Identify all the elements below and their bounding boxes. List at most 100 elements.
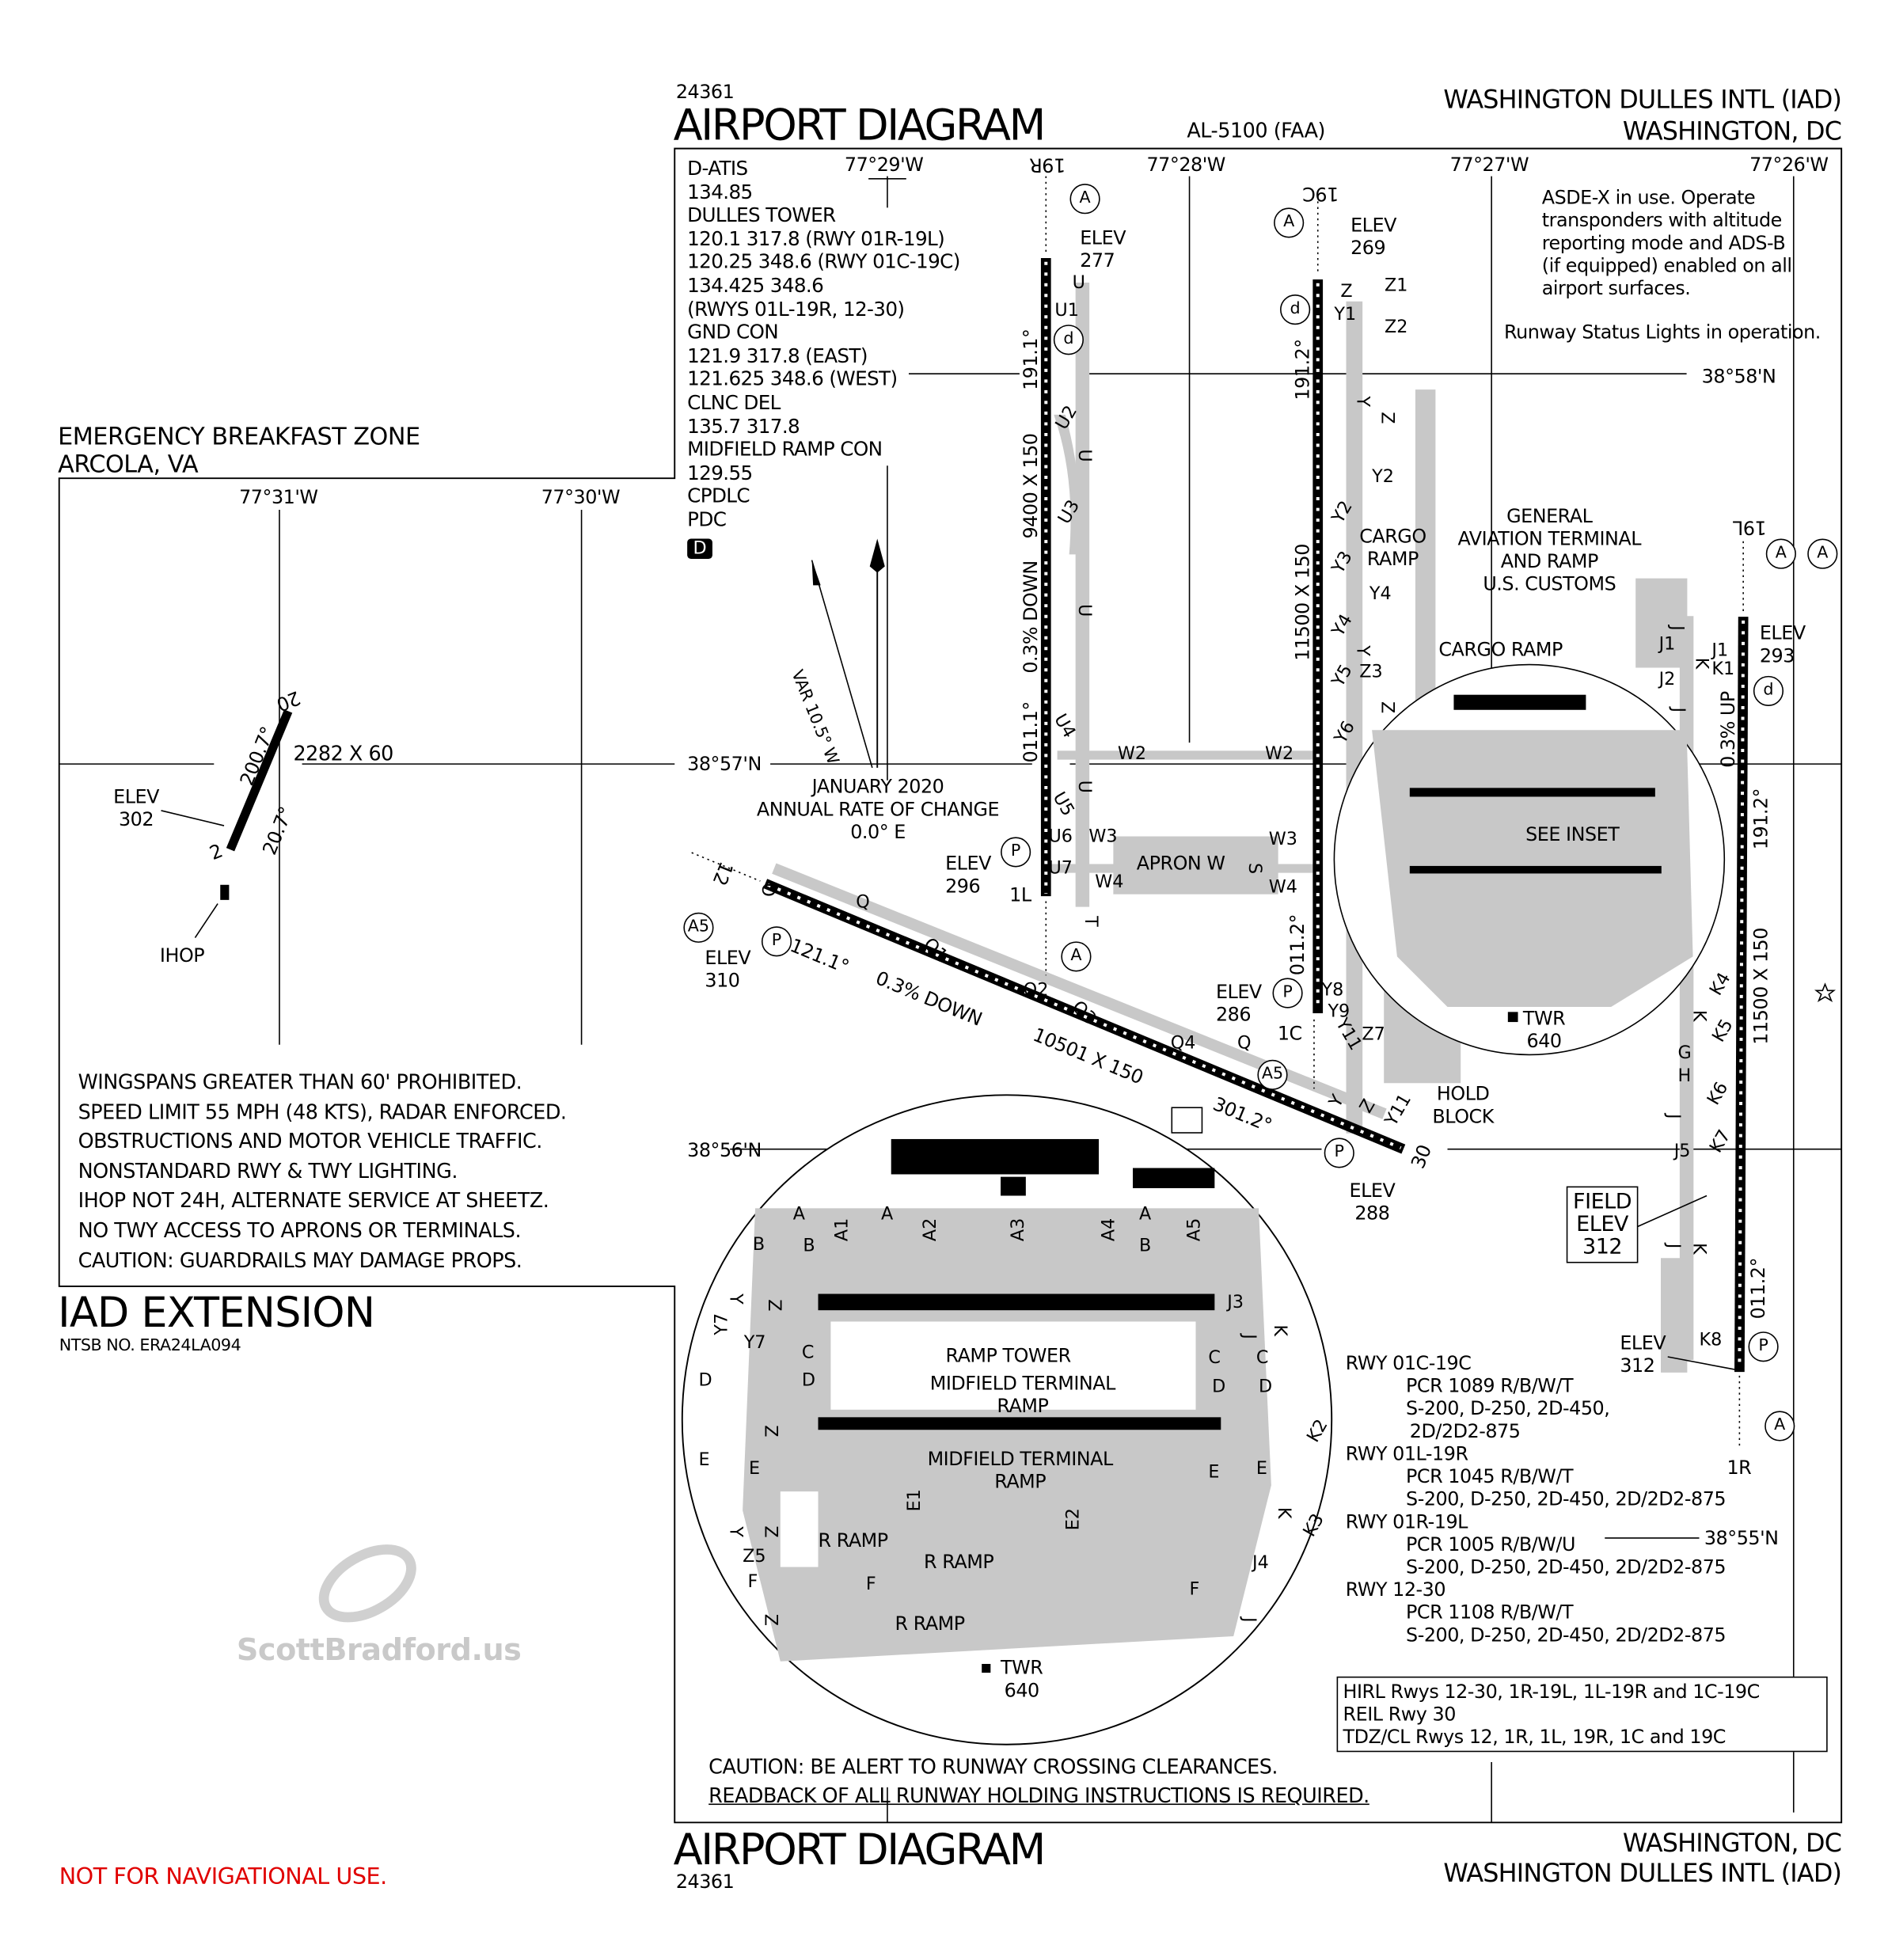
taxiway-label: W2 (1117, 743, 1147, 765)
chart-frame (58, 147, 1843, 1824)
chart-number: 24361 (675, 80, 735, 104)
taxiway-label: D (1259, 1377, 1273, 1397)
al-number: AL-5100 (FAA) (1187, 118, 1325, 142)
taxiway-label: Z2 (1385, 317, 1408, 338)
hot-spot-symbol: A (1807, 538, 1838, 569)
runway-19R-heading-south: 191.1° (1019, 329, 1043, 390)
not-for-navigation: NOT FOR NAVIGATIONAL USE. (59, 1863, 388, 1891)
r-ramp-label: R RAMP (818, 1529, 889, 1552)
d-badge: D (687, 538, 712, 559)
taxiway-label: K (1689, 1242, 1709, 1255)
runways (220, 257, 1749, 1373)
runway-19L-slope: 0.3% UP (1716, 691, 1740, 768)
rotating-beacon-icon (1814, 982, 1837, 1002)
r-ramp-label: R RAMP (895, 1612, 965, 1635)
taxiway-label: U (1072, 273, 1085, 294)
runway-end-1R: 1R (1727, 1456, 1752, 1479)
inset-lon-label: 77°30'W (541, 485, 621, 509)
cargo-ramp-label-2: CARGO RAMP (1438, 638, 1563, 661)
readback-note: READBACK OF ALL RUNWAY HOLDING INSTRUCTI… (708, 1783, 1369, 1808)
taxiway-label: Y (1352, 396, 1373, 408)
runway-19C-dims: 11500 X 150 (1291, 544, 1314, 661)
taxiway-label: U7 (1048, 858, 1073, 879)
footer-airport: WASHINGTON DULLES INTL (IAD) (1443, 1857, 1842, 1888)
ihop-label: IHOP (159, 944, 205, 967)
hot-spot-symbol: d (1053, 325, 1084, 355)
runway-end-19L: 19L (1733, 515, 1767, 539)
taxiway-label: J (1238, 1617, 1259, 1623)
r-ramp-label: R RAMP (924, 1550, 994, 1574)
taxiway-label: W3 (1268, 829, 1297, 850)
lighting-box: HIRL Rwys 12-30, 1R-19L, 1L-19R and 1C-1… (1336, 1676, 1828, 1753)
hold-block-symbol (1171, 1107, 1203, 1134)
taxiway-label: Y7 (712, 1312, 732, 1335)
hot-spot-symbol: P (1748, 1331, 1779, 1362)
runway-19C-heading-south: 191.2° (1291, 339, 1314, 401)
runway-19R-dims: 9400 X 150 (1019, 433, 1043, 539)
taxiway-label: G (1677, 1043, 1692, 1064)
breakfast-notes: WINGSPANS GREATER THAN 60' PROHIBITED.SP… (78, 1069, 567, 1272)
lon-label: 77°27'W (1449, 153, 1529, 177)
lat-label: 38°55'N (1704, 1526, 1779, 1550)
page-title: AIRPORT DIAGRAM (673, 101, 1047, 151)
inset-runway-dims: 2282 X 60 (293, 741, 393, 765)
taxiway-label: Z1 (1385, 275, 1408, 296)
taxiway-label: J1 (1658, 634, 1676, 655)
hot-spot-symbol: A5 (1257, 1059, 1288, 1090)
taxiway-label: U1 (1054, 301, 1079, 321)
taxiway-label: Z (1340, 282, 1353, 302)
taxiway-label: J (1662, 1243, 1683, 1249)
taxiway-label: Y2 (1372, 466, 1394, 488)
taxiway-label: Y (725, 1293, 746, 1305)
runway-end-19R: 19R (1029, 153, 1066, 177)
runway-19C-heading-north: 011.2° (1286, 914, 1309, 976)
approach-lights (691, 176, 1744, 1448)
runway-19R-slope: 0.3% DOWN (1019, 560, 1043, 674)
taxiway-label: J (1667, 707, 1689, 713)
midfield-terminals-small (1409, 694, 1662, 1023)
leader-lines (161, 810, 1735, 1370)
taxiway-label: U (1073, 604, 1094, 617)
runway-end-1L: 1L (1009, 883, 1031, 906)
taxiway-label: E2 (1063, 1508, 1084, 1531)
taxiway-label: D (801, 1370, 815, 1391)
taxiway-label: J (1666, 625, 1687, 631)
taxiway-label: W2 (1264, 743, 1294, 765)
taxiway-label: B (752, 1234, 765, 1255)
taxiway-label: J5 (1673, 1141, 1691, 1162)
taxiway-label: A1 (832, 1217, 853, 1242)
breakfast-zone-location: ARCOLA, VA (58, 450, 199, 479)
taxiway-label: F (1189, 1579, 1200, 1600)
hot-spot-symbol: A (1061, 941, 1092, 972)
taxiway-label: Z (1377, 412, 1397, 424)
taxiway-label: B (803, 1236, 815, 1256)
taxiway-label: F (747, 1571, 758, 1593)
rsl-note: Runway Status Lights in operation. (1504, 321, 1821, 344)
taxiway-label: U (1073, 449, 1094, 462)
taxiway-label: Y1 (1334, 304, 1357, 325)
taxiway-label: F (865, 1574, 876, 1595)
lon-label: 77°28'W (1146, 153, 1225, 177)
taxiway-label: Y9 (1328, 1001, 1350, 1023)
taxiway-label: E (1256, 1458, 1267, 1479)
breakfast-zone-title: EMERGENCY BREAKFAST ZONE (58, 423, 420, 451)
taxiway-label: E (749, 1458, 761, 1479)
footer-city: WASHINGTON, DC (1622, 1827, 1842, 1858)
taxiway-label: Z7 (1362, 1024, 1385, 1045)
watermark: ScottBradford.us (236, 1632, 522, 1668)
